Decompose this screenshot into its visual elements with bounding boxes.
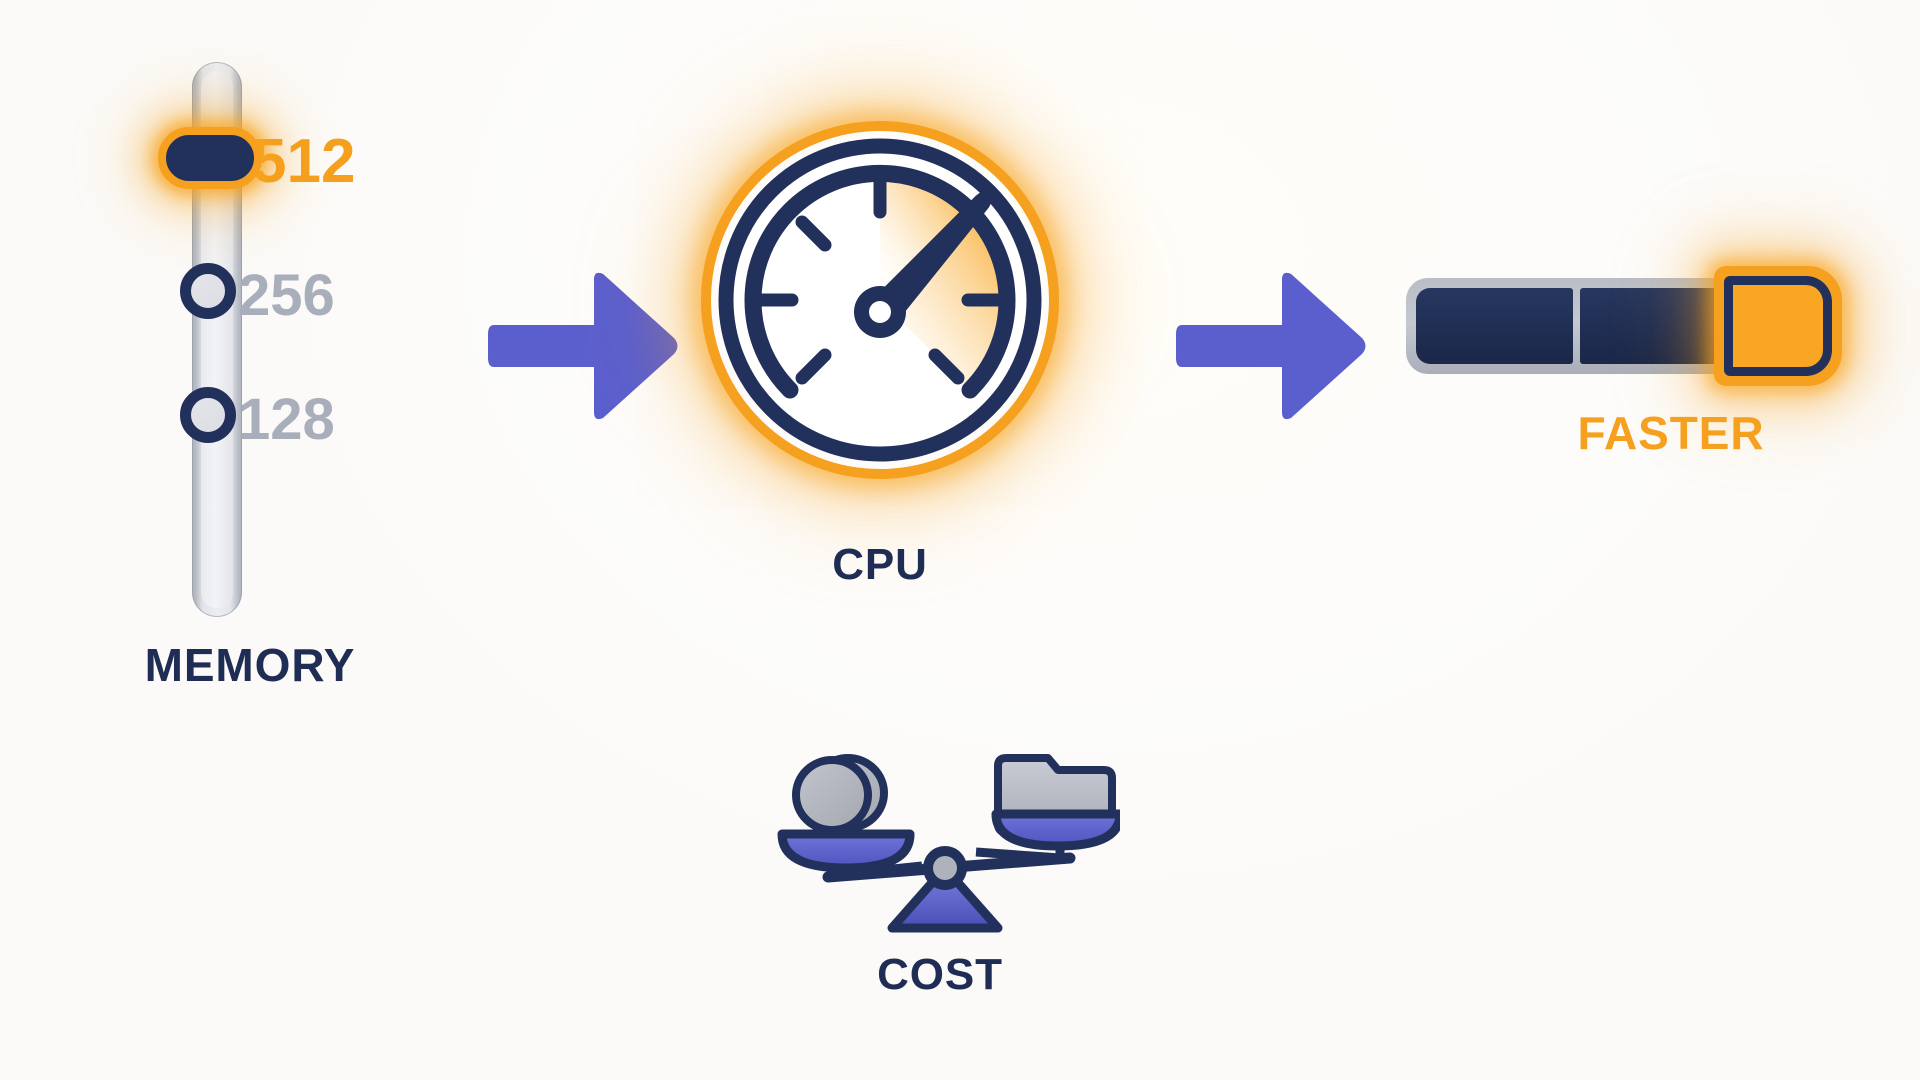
progress-segment-2 [1579, 288, 1736, 364]
cpu-gauge-group: CPU [680, 100, 1080, 640]
memory-slider-knob-128[interactable] [180, 387, 236, 443]
arrow-right-2-icon [1176, 268, 1368, 424]
faster-bar-group: FASTER [1396, 210, 1856, 500]
progress-bar-active-fill [1724, 276, 1832, 376]
balance-scale-icon [777, 754, 1120, 933]
arrow-right-1-icon [488, 268, 680, 424]
faster-label: FASTER [1577, 407, 1765, 459]
cost-label: COST [877, 950, 1003, 999]
memory-value-128: 128 [238, 387, 335, 452]
coins-icon [792, 754, 888, 834]
progress-bar-active-cap[interactable] [1714, 266, 1842, 386]
gauge-speedometer-icon [701, 121, 1059, 479]
cpu-label: CPU [832, 540, 928, 589]
memory-value-512: 512 [252, 127, 356, 196]
memory-slider-handle-512[interactable] [158, 127, 262, 189]
memory-slider-group: 512 256 128 MEMORY [80, 40, 440, 720]
progress-bar-icon[interactable] [1406, 278, 1746, 374]
memory-label: MEMORY [144, 639, 356, 691]
cost-balance-group: COST [760, 740, 1120, 1040]
memory-slider-knob-256[interactable] [180, 263, 236, 319]
progress-segment-1 [1416, 288, 1573, 364]
memory-value-256: 256 [238, 263, 335, 328]
progress-bar-segments [1416, 288, 1736, 364]
